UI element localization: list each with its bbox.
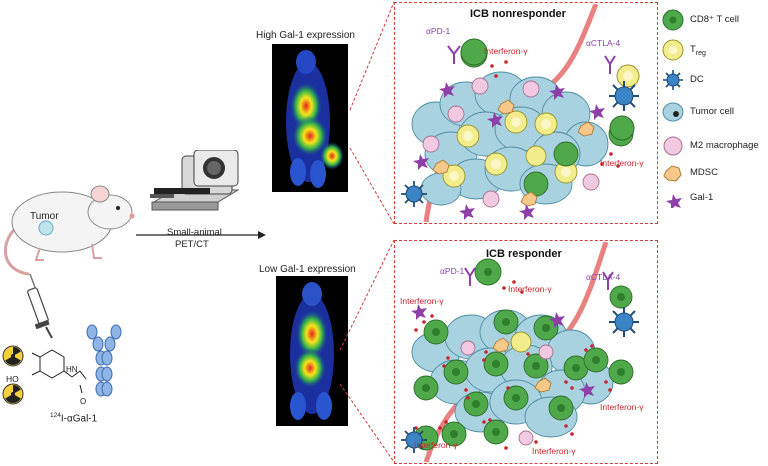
legend-mdsc: MDSC [690, 167, 718, 178]
responder-ifn-top: Interferon-γ [508, 284, 552, 294]
responder-ifn-bottom2: Interferon-γ [532, 446, 576, 456]
probe-molecule [31, 349, 87, 394]
radioactive-icon [2, 345, 24, 367]
nonresponder-actla4-label: αCTLA-4 [586, 38, 621, 48]
antibody-icon [86, 324, 122, 397]
legend-treg: Treg [690, 44, 706, 59]
legend-dc: DC [690, 74, 704, 85]
tumor-label: Tumor [30, 211, 59, 222]
m2-legend-icon [663, 136, 683, 156]
nonresponder-ifn-top: Interferon-γ [484, 46, 528, 56]
radioactive-icon [2, 383, 24, 405]
legend-tumor: Tumor cell [690, 106, 734, 117]
probe-label: 124I-αGal-1 [50, 410, 97, 424]
probe-superscript: 124 [50, 412, 61, 419]
nonresponder-apd1-label: αPD-1 [426, 26, 451, 36]
dc-legend-icon [663, 70, 683, 90]
ho-label: HO [6, 374, 19, 384]
legend-icons [662, 9, 684, 208]
responder-apd1-label: αPD-1 [440, 266, 465, 276]
low-expression-label: Low Gal-1 expression [259, 264, 356, 275]
legend-m2: M2 macrophage [690, 140, 759, 151]
pet-scan-low [276, 276, 348, 426]
scanner-label-line2: PET/CT [175, 239, 209, 250]
flow-arrow [136, 231, 266, 239]
syringe-icon [27, 273, 53, 339]
nonresponder-ifn-right: Interferon-γ [600, 158, 644, 168]
high-expression-label: High Gal-1 expression [256, 30, 355, 41]
nonresponder-title: ICB nonresponder [470, 8, 566, 20]
responder-title: ICB responder [486, 248, 562, 260]
responder-tumor-microenvironment [401, 242, 639, 462]
gal1-legend-icon [666, 194, 682, 208]
legend-treg-main: T [690, 44, 696, 55]
responder-ifn-bottom1: Interferon-γ [414, 440, 458, 450]
hn-label: HN [66, 365, 78, 374]
responder-ifn-right: Interferon-γ [600, 402, 644, 412]
mouse-illustration [4, 185, 135, 276]
o-label: O [80, 397, 87, 406]
legend-gal1: Gal-1 [690, 192, 714, 203]
legend-cd8: CD8⁺ T cell [690, 14, 740, 25]
tumor-cell-legend-icon [662, 102, 684, 122]
pet-ct-scanner [150, 150, 240, 211]
pet-scan-high [272, 44, 348, 192]
zoom-lines [339, 1, 395, 463]
legend-treg-sub: reg [695, 49, 706, 57]
mdsc-legend-icon [663, 165, 682, 182]
probe-name: I-αGal-1 [60, 413, 98, 425]
scanner-label-line1: Small-animal [167, 227, 222, 238]
nonresponder-tumor-microenvironment [401, 4, 640, 222]
responder-actla4-label: αCTLA-4 [586, 272, 621, 282]
responder-ifn-left: Interferon-γ [400, 296, 444, 306]
